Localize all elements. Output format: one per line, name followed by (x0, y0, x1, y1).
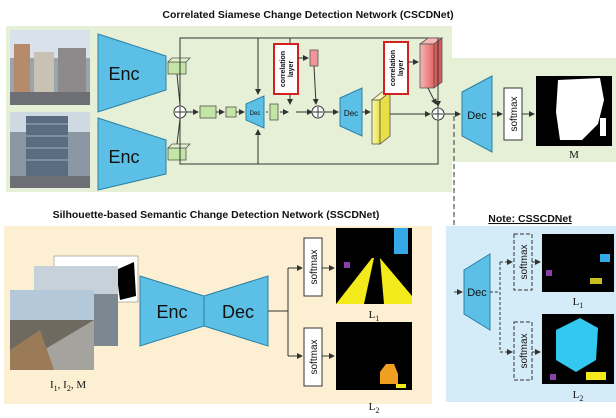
sscdnet-input-label: I1, I2, M (50, 379, 86, 393)
sum-node-2 (311, 105, 325, 119)
svg-text:Dec: Dec (344, 109, 358, 118)
svg-text:softmax: softmax (309, 249, 320, 284)
svg-text:softmax: softmax (519, 244, 530, 279)
output-label-l2: L2 (369, 401, 380, 415)
csscdnet-label-l2: L2 (573, 389, 584, 403)
decoder-small-2: Dec (339, 87, 363, 137)
csscdnet-note-title: Note: CSSCDNet (488, 213, 572, 225)
correlation-layer-1: correlation layer (273, 43, 299, 95)
sum-node-1 (173, 105, 187, 119)
svg-text:Enc: Enc (108, 147, 139, 167)
csscdnet-decoder: Dec (463, 253, 491, 331)
decoder-feature-yellow (370, 91, 392, 145)
svg-text:softmax: softmax (519, 333, 530, 368)
encoder-2-feature (167, 143, 191, 161)
decoder-small-1-feature (269, 103, 279, 121)
correlation-layer-2: correlation layer (383, 41, 409, 95)
svg-text:Dec: Dec (222, 302, 254, 322)
correlation-feature-1 (309, 49, 319, 67)
decoder-small-1: Dec (245, 95, 265, 129)
svg-text:softmax: softmax (309, 339, 320, 374)
correlation-feature-2 (418, 37, 444, 89)
sscdnet-softmax-1: softmax (303, 237, 323, 297)
sscdnet-softmax-2: softmax (303, 327, 323, 387)
encoder-2: Enc (97, 117, 167, 191)
output-mask-l2 (336, 322, 412, 390)
output-mask-m (536, 76, 612, 146)
cscdnet-decoder: Dec (461, 75, 493, 153)
cscdnet-title: Correlated Siamese Change Detection Netw… (162, 9, 453, 21)
input-image-1 (10, 30, 90, 105)
output-mask-l1 (336, 228, 412, 304)
sscdnet-encoder-decoder: Enc Dec (139, 275, 269, 347)
output-label-m: M (569, 149, 579, 161)
encoder-1: Enc (97, 33, 167, 113)
svg-text:correlation: correlation (280, 51, 287, 87)
cscdnet-softmax: softmax (503, 87, 523, 141)
svg-text:softmax: softmax (509, 96, 520, 131)
sscdnet-title: Silhouette-based Semantic Change Detecti… (53, 209, 380, 221)
fused-feature-1 (199, 105, 217, 119)
svg-text:Enc: Enc (108, 64, 139, 84)
svg-text:correlation: correlation (390, 50, 397, 86)
sum-node-3 (431, 107, 445, 121)
svg-text:Dec: Dec (250, 111, 261, 117)
csscdnet-output-l1 (542, 234, 614, 292)
csscdnet-label-l1: L1 (573, 296, 584, 310)
svg-text:Dec: Dec (467, 110, 487, 122)
sscdnet-input-stack (10, 255, 139, 370)
svg-text:layer: layer (288, 61, 295, 78)
input-image-2 (10, 112, 90, 188)
svg-text:Dec: Dec (467, 287, 487, 299)
fused-feature-2 (225, 106, 237, 118)
output-label-l1: L1 (369, 309, 380, 323)
csscdnet-output-l2 (542, 314, 614, 384)
svg-text:Enc: Enc (156, 302, 187, 322)
csscdnet-softmax-2: softmax (513, 321, 533, 381)
svg-text:layer: layer (398, 60, 405, 77)
